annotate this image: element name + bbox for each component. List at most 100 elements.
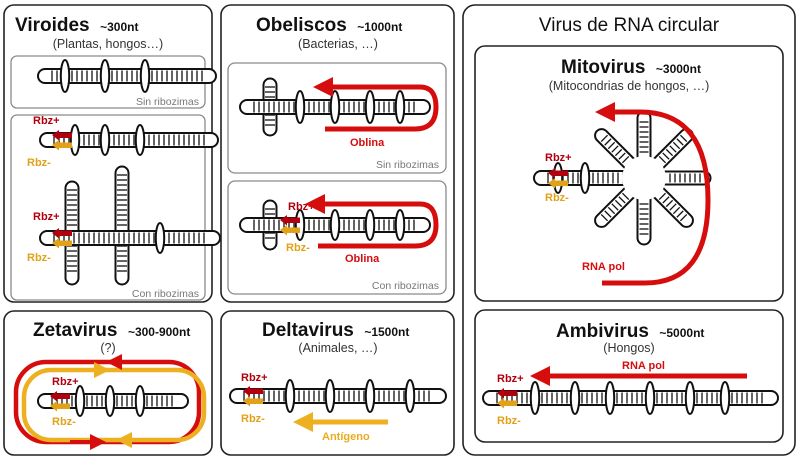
base-pair-line [658, 192, 667, 201]
base-pair-line [621, 192, 630, 201]
zetavirus-panel: Zetavirus ~300-900nt (?) Rbz+ Rbz- [3, 310, 213, 456]
zetavirus-title: Zetavirus [33, 320, 117, 341]
rna-internal-loop [552, 162, 564, 194]
mitovirus-heading: Mitovirus ~3000nt [561, 57, 701, 78]
base-pair-line [614, 148, 623, 157]
rna-internal-loop [74, 385, 86, 417]
rna-arm-fill [652, 130, 692, 170]
oblina-arc-1 [325, 84, 439, 132]
mitovirus-rna-arms [594, 110, 712, 246]
base-pair-line [611, 203, 619, 211]
rna-internal-loop [364, 209, 376, 241]
ribozyme-plus-arrow [243, 386, 263, 397]
rna-internal-loop [134, 124, 146, 156]
ribozyme-plus-arrow [280, 215, 300, 226]
deltavirus-rbz-plus-label: Rbz+ [241, 372, 268, 384]
ambivirus-host: (Hongos) [603, 341, 654, 355]
viroides-with-ribozyme-label: Con ribozimas [132, 288, 199, 300]
deltavirus-rbz-minus-label: Rbz- [241, 413, 265, 425]
mitovirus-protein-label: RNA pol [582, 261, 625, 273]
rna-internal-loop [719, 381, 731, 415]
viroides-rna-1 [37, 59, 217, 93]
ribozyme-minus-arrow [280, 225, 300, 236]
deltavirus-length: ~1500nt [364, 325, 409, 339]
base-pair-line [658, 155, 667, 164]
ribozyme-minus-arrow [497, 398, 517, 409]
rna-internal-loop [139, 59, 151, 93]
rna-internal-loop [644, 381, 656, 415]
zetavirus-ribozymes [50, 391, 70, 412]
rna-internal-loop [529, 381, 541, 415]
rna-internal-loop [99, 124, 111, 156]
base-pair-line [669, 145, 677, 153]
base-pair-line [600, 134, 609, 143]
rna-internal-loop [104, 385, 116, 417]
mitovirus-rbz-minus-label: Rbz- [545, 192, 569, 204]
base-pair-line [679, 213, 688, 222]
zetavirus-yellow-orf [21, 367, 207, 443]
base-pair-line [676, 210, 684, 218]
base-pair-line [618, 196, 626, 204]
rna-internal-loop [284, 379, 296, 413]
obeliscos-length: ~1000nt [357, 20, 402, 34]
zetavirus-length: ~300-900nt [128, 325, 190, 339]
mitovirus-host: (Mitocondrias de hongos, …) [549, 79, 710, 93]
base-pair-line [662, 196, 670, 204]
ribozyme-minus-arrow [50, 401, 70, 412]
viroides-rbz-minus-label-2: Rbz- [27, 252, 51, 264]
base-pair-line [679, 134, 688, 143]
ambivirus-rbz-minus-label: Rbz- [497, 415, 521, 427]
rna-rod-outline [39, 230, 221, 246]
rna-internal-loop [294, 209, 306, 241]
ribozyme-minus-arrow [243, 396, 263, 407]
base-pair-line [604, 210, 612, 218]
ambivirus-rna [482, 381, 779, 415]
ribozyme-minus-arrow [548, 178, 568, 189]
ribozyme-plus-arrow [52, 130, 72, 141]
obeliscos-heading: Obeliscos ~1000nt [256, 15, 402, 36]
rna-internal-loop [684, 381, 696, 415]
rna-internal-loop [324, 379, 336, 413]
rna-internal-loop [579, 162, 591, 194]
rna-internal-loop [329, 209, 341, 241]
viroides-ribozymes-2 [52, 130, 72, 151]
base-pair-line [676, 138, 684, 146]
rna-internal-loop [69, 124, 81, 156]
base-pair-line [672, 206, 681, 215]
ribozyme-plus-arrow [548, 168, 568, 179]
ribozyme-minus-arrow [52, 238, 72, 249]
deltavirus-panel: Deltavirus ~1500nt (Animales, …) Rbz+ Rb… [220, 310, 455, 456]
obeliscos-rbz-minus-label: Rbz- [286, 242, 310, 254]
rna-internal-loop [99, 59, 111, 93]
viroides-with-ribozyme-box [10, 114, 206, 301]
deltavirus-box [220, 310, 455, 456]
deltavirus-host: (Animales, …) [298, 341, 377, 355]
obeliscos-rna-1 [239, 77, 431, 137]
zetavirus-rbz-plus-label: Rbz+ [52, 376, 79, 388]
viroides-panel: Viroides ~300nt (Plantas, hongos…) Sin r… [3, 4, 221, 303]
mitovirus-rna-pol-arrow [595, 102, 711, 286]
base-pair-line [618, 152, 626, 160]
viroides-no-ribozyme-label: Sin ribozimas [136, 96, 199, 108]
obeliscos-ribozymes [280, 215, 300, 236]
zetavirus-heading: Zetavirus ~300-900nt [33, 320, 190, 341]
base-pair-line [604, 138, 612, 146]
rna-internal-loop [294, 90, 306, 124]
mitovirus-title: Mitovirus [561, 57, 645, 78]
obeliscos-title: Obeliscos [256, 15, 347, 36]
circular-rna-virus-panel: Virus de RNA circular Mitovirus ~3000nt … [462, 4, 796, 456]
deltavirus-protein-label: Antígeno [322, 431, 370, 443]
deltavirus-heading: Deltavirus ~1500nt [262, 320, 409, 341]
rna-internal-loop [604, 381, 616, 415]
ribozyme-plus-arrow [52, 228, 72, 239]
base-pair-line [662, 152, 670, 160]
obeliscos-host: (Bacterias, …) [298, 37, 378, 51]
obeliscos-rbz-plus-label: Rbz+ [288, 201, 315, 213]
deltavirus-ribozymes [243, 386, 263, 407]
base-pair-line [600, 213, 609, 222]
ribozyme-plus-arrow [50, 391, 70, 402]
rna-internal-loop [364, 90, 376, 124]
base-pair-line [665, 148, 674, 157]
rna-internal-loop [394, 90, 406, 124]
